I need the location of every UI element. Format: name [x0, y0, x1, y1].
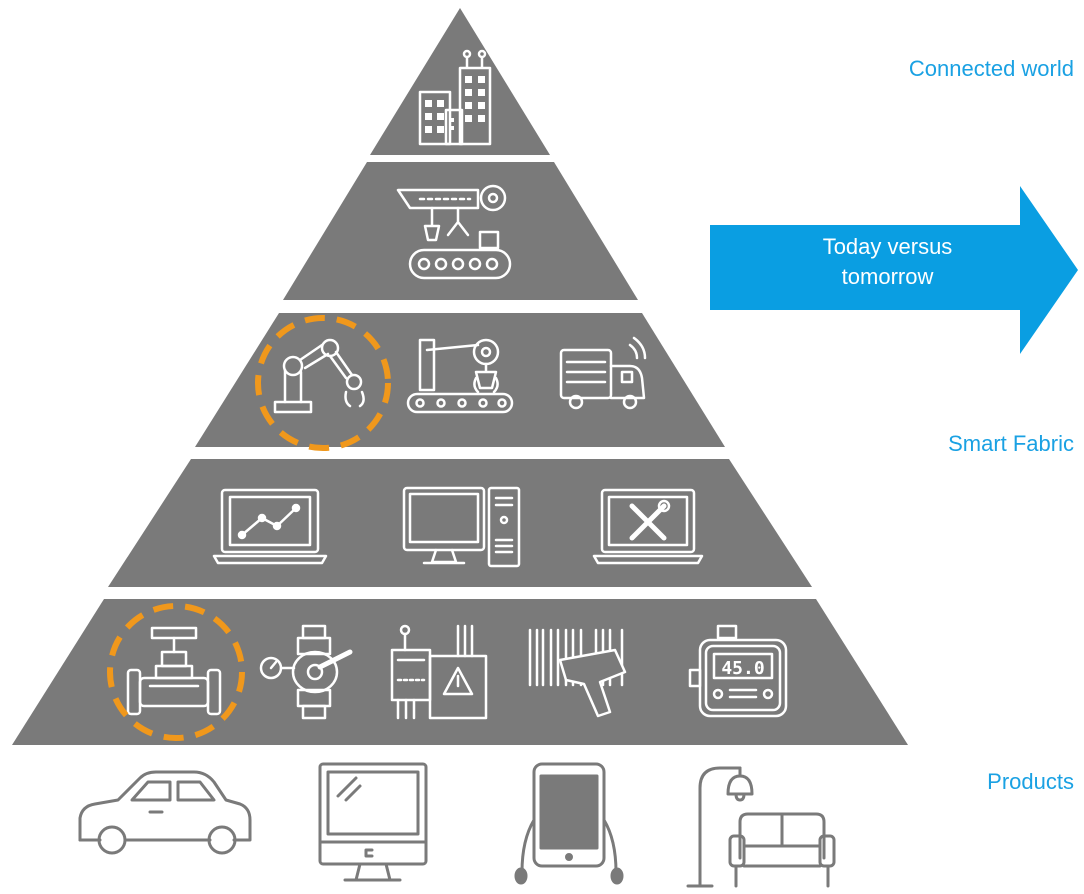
- autonomous-truck-icon: [559, 336, 647, 410]
- arrow-label-line-2: tomorrow: [841, 264, 934, 289]
- tablet-icon: [514, 762, 624, 885]
- desktop-computer-icon: [402, 486, 521, 568]
- arrow-label-line-1: Today versus: [822, 234, 953, 259]
- laptop-tools-icon: [592, 488, 704, 565]
- arrow-label: Today versus tomorrow: [740, 232, 1035, 292]
- gauge-valve-icon: [259, 624, 353, 720]
- city-buildings-icon: [418, 49, 492, 146]
- lamp-sofa-icon: [686, 766, 836, 888]
- car-icon: [78, 770, 252, 855]
- today-vs-tomorrow-arrow: [710, 186, 1078, 354]
- laptop-chart-icon: [212, 488, 328, 565]
- highlight-ring-robotic-arm: [255, 315, 391, 451]
- robotic-arm-icon: [273, 338, 365, 414]
- digital-meter-icon: 45.0: [688, 624, 788, 718]
- pyramid-tier-3: [195, 313, 725, 447]
- pyramid-tier-4: [108, 459, 812, 587]
- connected-world-label: Connected world: [908, 56, 1074, 81]
- barcode-scanner-icon: [528, 628, 627, 718]
- assembly-robot-conveyor-icon: [406, 338, 514, 414]
- smart-fabric-label: Smart Fabric: [948, 431, 1074, 456]
- monitor-icon: [318, 762, 428, 882]
- products-label: Products: [987, 769, 1074, 794]
- production-line-icon: [396, 184, 512, 280]
- pipe-valve-icon: [126, 626, 222, 716]
- pyramid-tier-2: [283, 162, 638, 300]
- control-panel-icon: [390, 624, 488, 720]
- highlight-ring-pipe-valve: [107, 603, 245, 741]
- meter-display-value: 45.0: [721, 658, 764, 679]
